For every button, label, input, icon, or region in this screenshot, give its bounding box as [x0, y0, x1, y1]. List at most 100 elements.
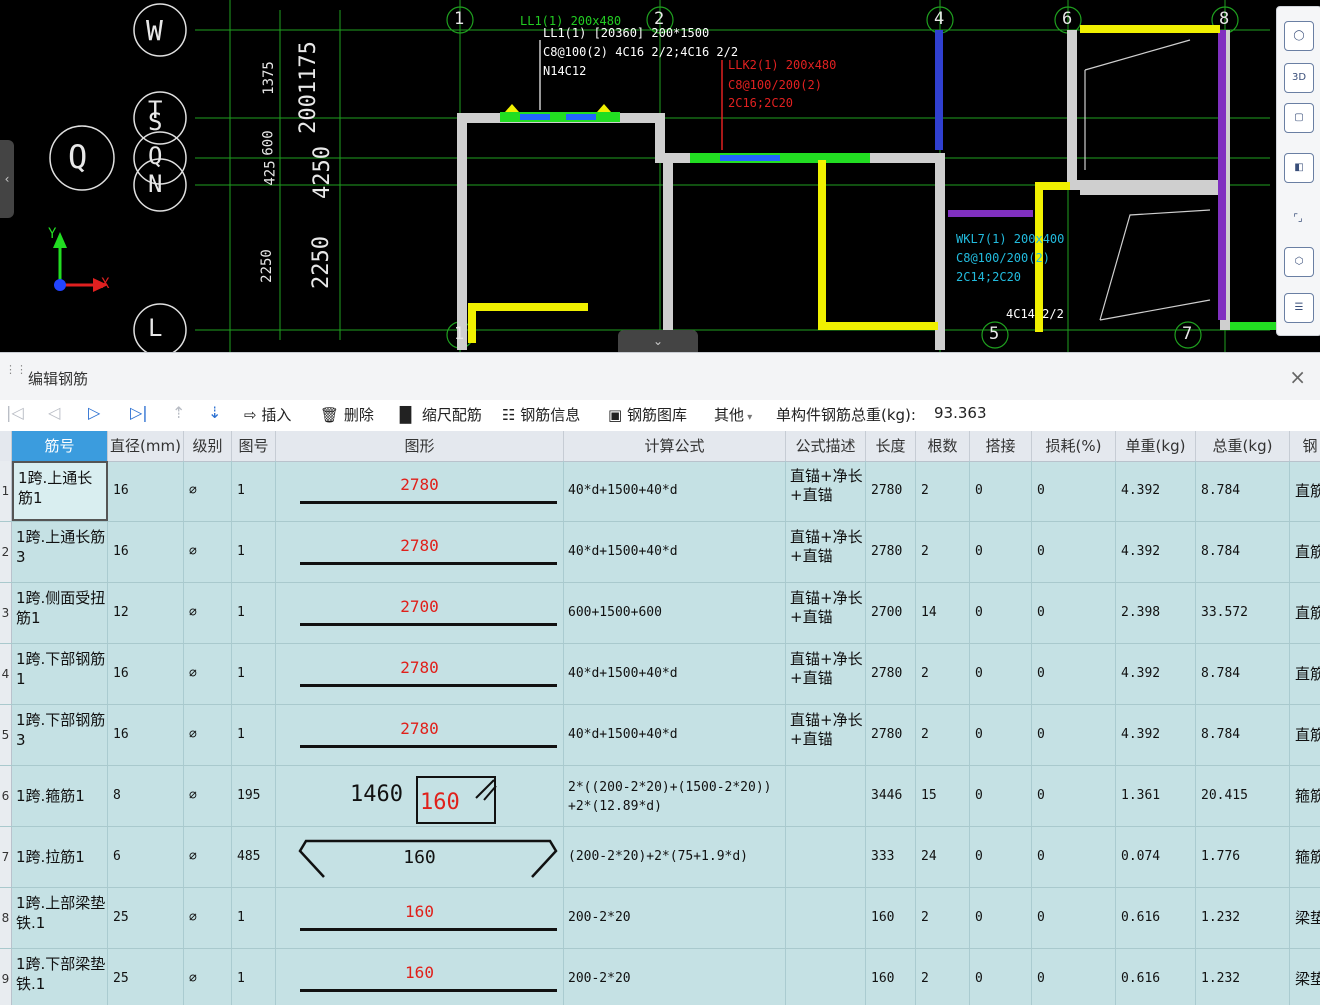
- type-cell[interactable]: 箍筋: [1290, 766, 1320, 826]
- bar-no-cell[interactable]: 1跨.下部梁垫铁.1: [12, 949, 108, 1005]
- unit-weight-cell[interactable]: 4.392: [1116, 644, 1196, 704]
- length-cell[interactable]: 2780: [866, 522, 916, 582]
- formula-desc-cell[interactable]: [786, 827, 866, 887]
- col-header-type[interactable]: 钢: [1302, 437, 1318, 455]
- grade-cell[interactable]: ⌀: [184, 583, 232, 643]
- lap-cell[interactable]: 0: [970, 827, 1032, 887]
- total-weight-cell[interactable]: 20.415: [1196, 766, 1290, 826]
- total-weight-cell[interactable]: 8.784: [1196, 461, 1290, 521]
- type-cell[interactable]: 直筋: [1290, 461, 1320, 521]
- table-row[interactable]: 8 1跨.上部梁垫铁.1 25 ⌀ 1 160 200-2*20 160 2 0…: [0, 888, 1320, 949]
- grade-cell[interactable]: ⌀: [184, 461, 232, 521]
- total-weight-cell[interactable]: 8.784: [1196, 522, 1290, 582]
- formula-cell[interactable]: 40*d+1500+40*d: [564, 644, 786, 704]
- loss-cell[interactable]: 0: [1032, 522, 1116, 582]
- orbit-icon[interactable]: ◯: [1284, 21, 1314, 51]
- shape-cell[interactable]: 2700: [276, 583, 564, 643]
- table-row[interactable]: 2 1跨.上通长筋3 16 ⌀ 1 2780 40*d+1500+40*d 直锚…: [0, 522, 1320, 583]
- shape-cell[interactable]: 2780: [276, 522, 564, 582]
- formula-desc-cell[interactable]: 直锚+净长+直锚: [786, 583, 866, 643]
- lap-cell[interactable]: 0: [970, 949, 1032, 1005]
- grade-cell[interactable]: ⌀: [184, 827, 232, 887]
- shape-cell[interactable]: 2780: [276, 644, 564, 704]
- length-cell[interactable]: 2780: [866, 644, 916, 704]
- diameter-cell[interactable]: 25: [108, 888, 184, 948]
- fig-no-cell[interactable]: 1: [232, 461, 276, 521]
- type-cell[interactable]: 直筋: [1290, 705, 1320, 765]
- formula-desc-cell[interactable]: [786, 766, 866, 826]
- type-cell[interactable]: 梁垫: [1290, 888, 1320, 948]
- col-header-length[interactable]: 长度: [866, 431, 916, 461]
- col-header-diameter[interactable]: 直径(mm): [108, 431, 184, 461]
- fig-no-cell[interactable]: 1: [232, 522, 276, 582]
- move-down-icon[interactable]: ⇣: [208, 403, 222, 422]
- formula-cell[interactable]: 40*d+1500+40*d: [564, 705, 786, 765]
- unit-weight-cell[interactable]: 4.392: [1116, 705, 1196, 765]
- unit-weight-cell[interactable]: 1.361: [1116, 766, 1196, 826]
- length-cell[interactable]: 3446: [866, 766, 916, 826]
- diameter-cell[interactable]: 12: [108, 583, 184, 643]
- diameter-cell[interactable]: 16: [108, 522, 184, 582]
- table-row[interactable]: 1 1跨.上通长筋1 16 ⌀ 1 2780 40*d+1500+40*d 直锚…: [0, 461, 1320, 522]
- scale-rebar-button[interactable]: ▐▌ 缩尺配筋: [394, 406, 482, 424]
- formula-desc-cell[interactable]: 直锚+净长+直锚: [786, 461, 866, 521]
- col-header-loss[interactable]: 损耗(%): [1032, 431, 1116, 461]
- bar-no-cell[interactable]: 1跨.下部钢筋3: [12, 705, 108, 765]
- unit-weight-cell[interactable]: 0.616: [1116, 949, 1196, 1005]
- diameter-cell[interactable]: 8: [108, 766, 184, 826]
- col-header-lap[interactable]: 搭接: [970, 431, 1032, 461]
- table-row[interactable]: 7 1跨.拉筋1 6 ⌀ 485 160 (200-2*20)+2*(75+1.…: [0, 827, 1320, 888]
- total-weight-cell[interactable]: 8.784: [1196, 644, 1290, 704]
- grade-cell[interactable]: ⌀: [184, 766, 232, 826]
- bar-no-cell[interactable]: 1跨.拉筋1: [12, 827, 108, 887]
- prev-record-icon[interactable]: ◁: [48, 403, 61, 422]
- cube-view-icon[interactable]: ◧: [1284, 153, 1314, 183]
- loss-cell[interactable]: 0: [1032, 583, 1116, 643]
- col-header-total-weight[interactable]: 总重(kg): [1196, 431, 1290, 461]
- table-row[interactable]: 5 1跨.下部钢筋3 16 ⌀ 1 2780 40*d+1500+40*d 直锚…: [0, 705, 1320, 766]
- formula-desc-cell[interactable]: [786, 949, 866, 1005]
- shape-cell[interactable]: 2780: [276, 705, 564, 765]
- unit-weight-cell[interactable]: 4.392: [1116, 522, 1196, 582]
- type-cell[interactable]: 梁垫: [1290, 949, 1320, 1005]
- fit-view-icon[interactable]: ⌜⌟: [1293, 213, 1303, 224]
- count-cell[interactable]: 15: [916, 766, 970, 826]
- loss-cell[interactable]: 0: [1032, 461, 1116, 521]
- cube-select-icon[interactable]: ⬡: [1284, 247, 1314, 277]
- fig-no-cell[interactable]: 195: [232, 766, 276, 826]
- shape-cell[interactable]: 1460 160: [276, 766, 564, 826]
- fig-no-cell[interactable]: 1: [232, 705, 276, 765]
- formula-cell[interactable]: 600+1500+600: [564, 583, 786, 643]
- shape-cell[interactable]: 2780: [276, 461, 564, 521]
- rebar-library-button[interactable]: ▣ 钢筋图库: [608, 406, 687, 424]
- other-dropdown[interactable]: 其他 ▾: [714, 406, 753, 424]
- formula-cell[interactable]: 40*d+1500+40*d: [564, 522, 786, 582]
- properties-view-icon[interactable]: ☰: [1284, 293, 1314, 323]
- diameter-cell[interactable]: 25: [108, 949, 184, 1005]
- diameter-cell[interactable]: 16: [108, 705, 184, 765]
- bottom-collapse-handle[interactable]: ⌄: [618, 330, 698, 352]
- unit-weight-cell[interactable]: 0.074: [1116, 827, 1196, 887]
- total-weight-cell[interactable]: 33.572: [1196, 583, 1290, 643]
- col-header-grade[interactable]: 级别: [184, 431, 232, 461]
- formula-desc-cell[interactable]: 直锚+净长+直锚: [786, 522, 866, 582]
- unit-weight-cell[interactable]: 2.398: [1116, 583, 1196, 643]
- total-weight-cell[interactable]: 1.776: [1196, 827, 1290, 887]
- lap-cell[interactable]: 0: [970, 766, 1032, 826]
- close-icon[interactable]: ×: [1289, 365, 1306, 389]
- col-header-formula-desc[interactable]: 公式描述: [786, 431, 866, 461]
- type-cell[interactable]: 箍筋: [1290, 827, 1320, 887]
- table-row[interactable]: 4 1跨.下部钢筋1 16 ⌀ 1 2780 40*d+1500+40*d 直锚…: [0, 644, 1320, 705]
- loss-cell[interactable]: 0: [1032, 949, 1116, 1005]
- bar-no-cell[interactable]: 1跨.箍筋1: [12, 766, 108, 826]
- fig-no-cell[interactable]: 1: [232, 888, 276, 948]
- formula-cell[interactable]: 40*d+1500+40*d: [564, 461, 786, 521]
- diameter-cell[interactable]: 16: [108, 644, 184, 704]
- total-weight-cell[interactable]: 1.232: [1196, 949, 1290, 1005]
- first-record-icon[interactable]: |◁: [6, 403, 24, 422]
- shape-cell[interactable]: 160: [276, 949, 564, 1005]
- type-cell[interactable]: 直筋: [1290, 522, 1320, 582]
- bar-no-cell[interactable]: 1跨.上通长筋1: [12, 461, 108, 521]
- col-header-fig-no[interactable]: 图号: [232, 431, 276, 461]
- table-row[interactable]: 3 1跨.侧面受扭筋1 12 ⌀ 1 2700 600+1500+600 直锚+…: [0, 583, 1320, 644]
